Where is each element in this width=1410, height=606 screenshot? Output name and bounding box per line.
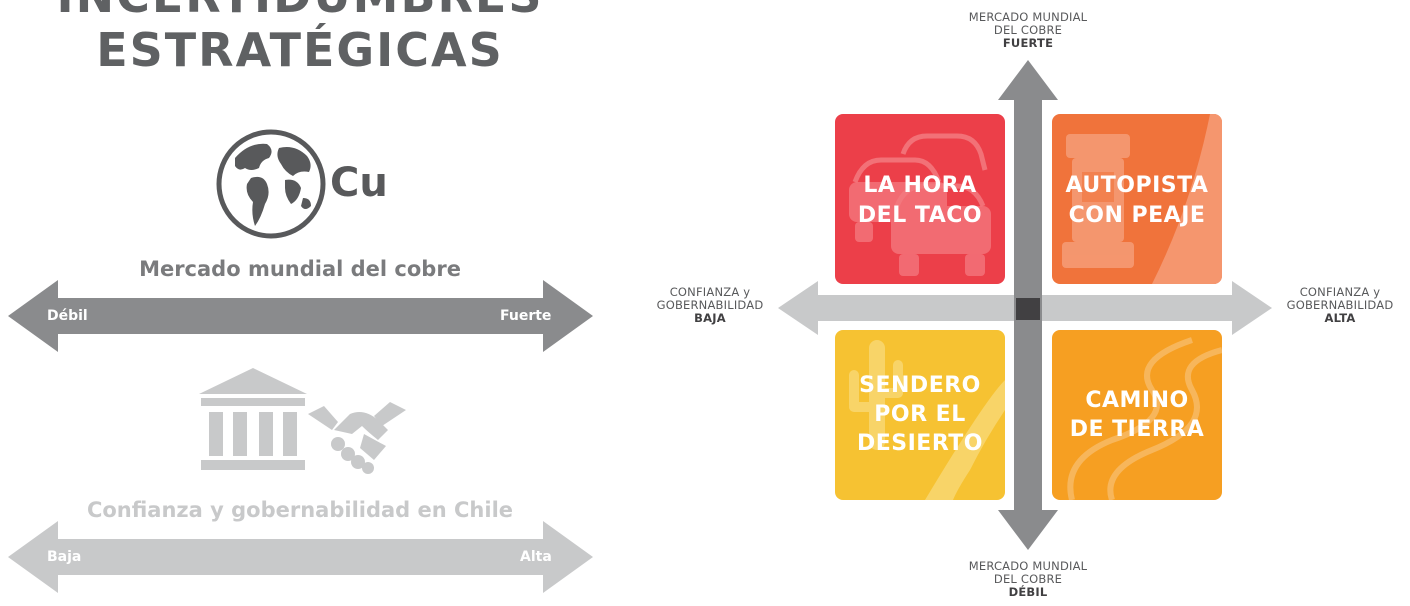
quadrant-title-line: AUTOPISTA [1065, 173, 1209, 198]
page-title-line-1: INCERTIDUMBRES [0, 0, 600, 22]
trust-axis-title: Confianza y gobernabilidad en Chile [86, 498, 514, 522]
quadrant-sendero-por-el-desierto: SENDERO POR EL DESIERTO [835, 330, 1005, 500]
axis-label-line: GOBERNABILIDAD [656, 298, 764, 312]
government-building-icon [199, 368, 307, 470]
axis-label-level: ALTA [1324, 311, 1356, 325]
axis-label-top: MERCADO MUNDIAL DEL COBRE FUERTE [950, 11, 1106, 50]
quadrant-title-line: DEL TACO [857, 203, 983, 228]
toll-booth-icon [1062, 114, 1222, 284]
axis-label-level: DÉBIL [1008, 585, 1048, 599]
axis-label-level: FUERTE [1002, 36, 1054, 50]
globe-icon [216, 129, 326, 239]
quadrant-title-line: LA HORA [863, 173, 977, 198]
quadrant-title-line: POR EL [874, 402, 966, 427]
axis-label-line: CONFIANZA y [1299, 285, 1381, 299]
trust-low-label: Baja [47, 549, 82, 565]
handshake-icon [308, 402, 406, 474]
quadrant-camino-de-tierra: CAMINO DE TIERRA [1052, 330, 1222, 500]
axis-label-line: DEL COBRE [993, 572, 1063, 586]
winding-road-icon [1067, 337, 1222, 500]
copper-low-label: Débil [47, 308, 88, 324]
matrix-center-marker [1016, 298, 1040, 320]
copper-axis-arrow [8, 280, 593, 352]
quadrant-title-line: DE TIERRA [1069, 417, 1205, 442]
quadrant-autopista-con-peaje: AUTOPISTA CON PEAJE [1052, 114, 1222, 284]
copper-symbol: Cu [330, 160, 388, 206]
page-title-line-2: ESTRATÉGICAS [96, 23, 504, 77]
axis-label-line: MERCADO MUNDIAL [968, 559, 1088, 573]
trust-high-label: Alta [520, 549, 552, 565]
cars-icon [849, 133, 991, 276]
axis-label-line: MERCADO MUNDIAL [968, 10, 1088, 24]
quadrant-title-line: DESIERTO [856, 431, 983, 456]
axis-label-line: CONFIANZA y [669, 285, 751, 299]
copper-axis-title: Mercado mundial del cobre [139, 257, 461, 281]
axis-label-bottom: MERCADO MUNDIAL DEL COBRE DÉBIL [950, 560, 1106, 599]
axis-label-line: GOBERNABILIDAD [1286, 298, 1394, 312]
axis-label-right: CONFIANZA y GOBERNABILIDAD ALTA [1270, 286, 1410, 325]
axis-label-line: DEL COBRE [993, 23, 1063, 37]
cactus-icon [849, 340, 1005, 500]
quadrant-title-line: SENDERO [859, 373, 981, 398]
quadrant-title-line: CON PEAJE [1068, 203, 1206, 228]
axis-label-level: BAJA [694, 311, 726, 325]
copper-high-label: Fuerte [500, 308, 552, 324]
quadrant-la-hora-del-taco: LA HORA DEL TACO [835, 114, 1005, 284]
quadrant-title-line: CAMINO [1085, 388, 1189, 413]
trust-axis-arrow [8, 521, 593, 593]
axis-label-left: CONFIANZA y GOBERNABILIDAD BAJA [640, 286, 780, 325]
